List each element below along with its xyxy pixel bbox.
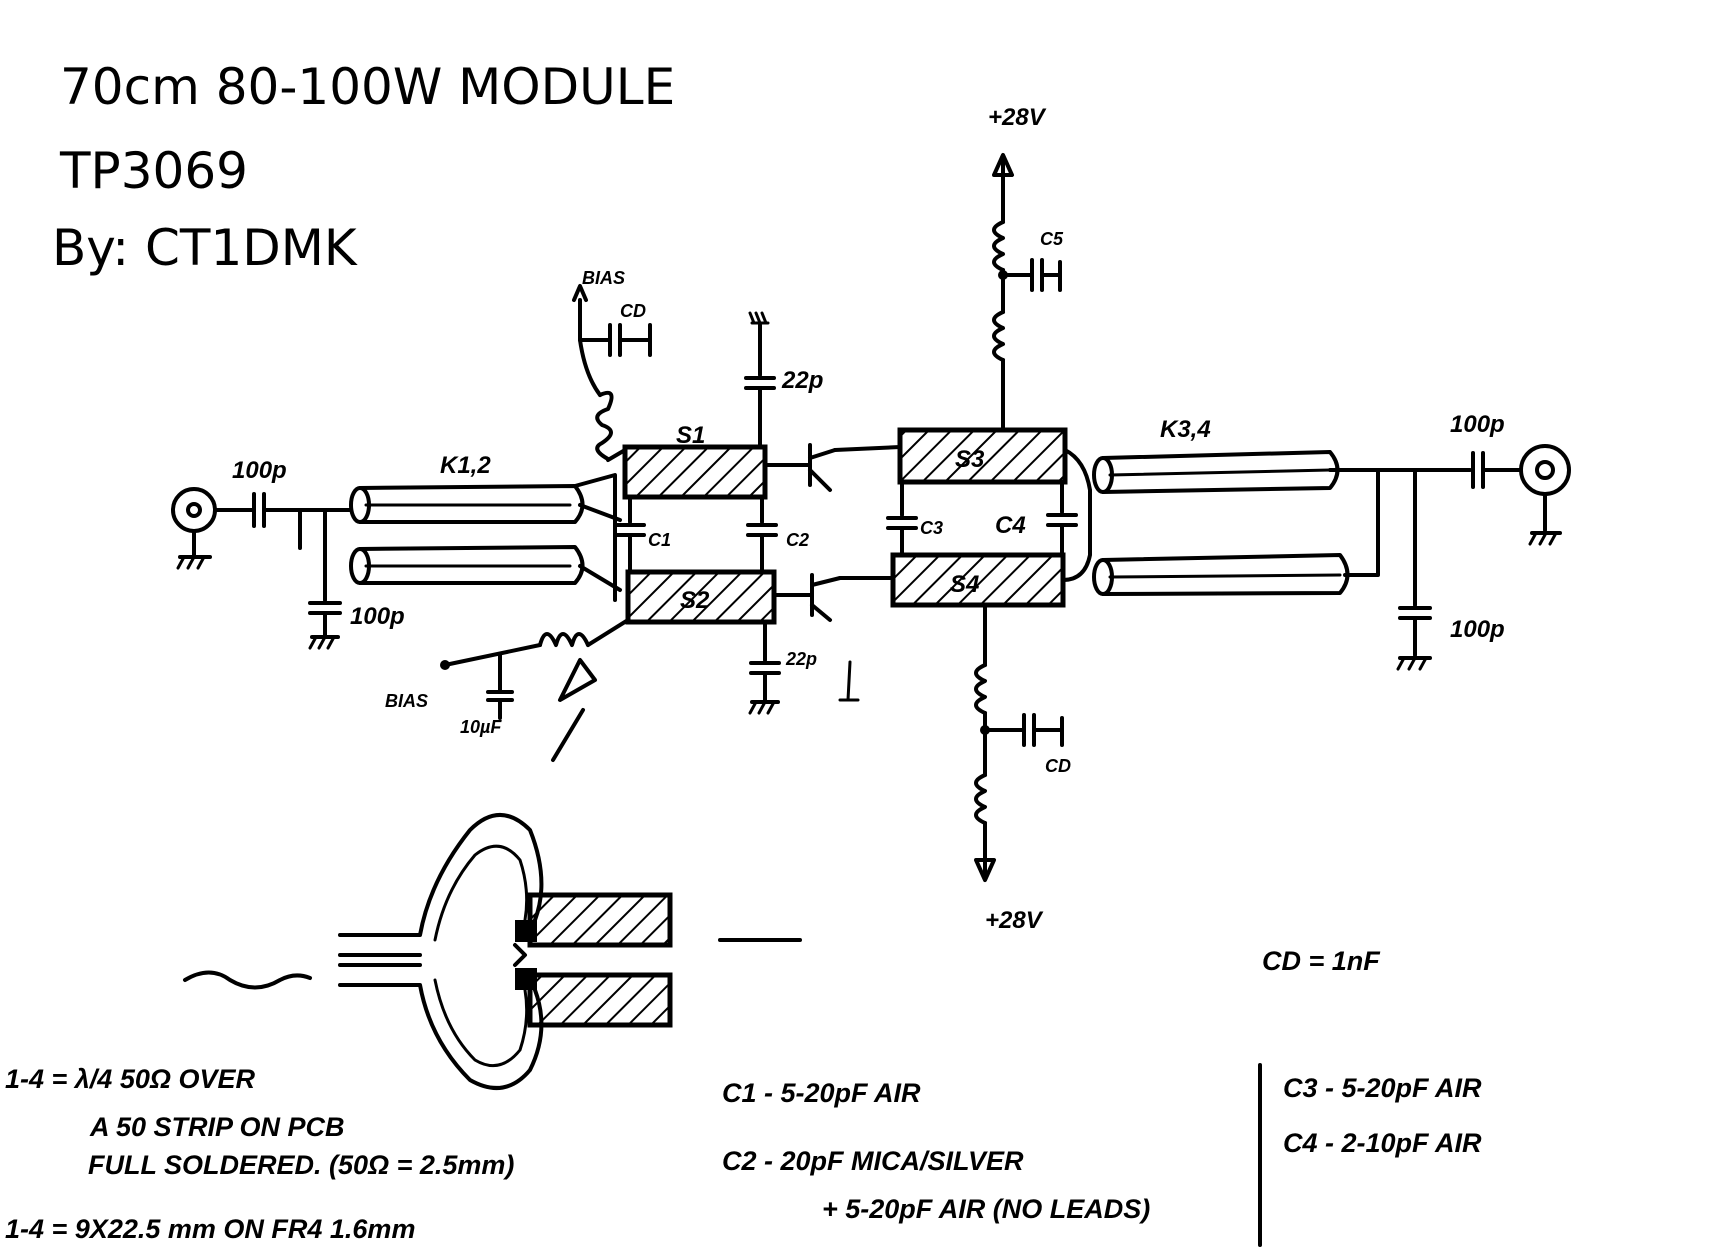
c3-label: C3 [920,518,943,538]
k12-label: K1,2 [440,452,491,479]
cap-22p-top-label: 22p [781,367,823,394]
note-k-line-2: A 50 STRIP ON PCB [89,1112,345,1142]
stripline-s3 [897,427,1068,485]
c4-label: C4 [995,512,1026,539]
capacitor-22p-top [744,311,776,449]
input-shunt-capacitor [308,601,342,650]
output-series-capacitor [1471,451,1485,489]
capacitor-c1 [614,495,646,574]
bias-bottom-network [440,618,630,762]
stripline-s4 [890,552,1066,608]
supply-top-chain [992,153,1062,432]
input-connector [171,487,217,570]
output-shunt-cap-label: 100p [1450,616,1505,643]
transistor-top [763,443,837,492]
s1-label: S1 [676,422,705,449]
title-line-3: By: CT1DMK [52,219,358,277]
bias-bottom-label: BIAS [385,691,428,711]
s2-label: S2 [680,587,710,614]
supply-bottom-label: +28V [985,907,1044,934]
note-c4: C4 - 2-10pF AIR [1283,1128,1482,1158]
coax-k3-k4 [1061,448,1350,596]
note-c1: C1 - 5-20pF AIR [722,1078,921,1108]
bias-top-network [572,284,652,462]
output-connector [1519,444,1571,546]
stripline-s2 [625,569,777,625]
cap-22p-bottom-label: 22p [785,649,817,669]
supply-top-label: +28V [988,104,1047,131]
c5-label: C5 [1040,229,1064,249]
output-cap-label: 100p [1450,411,1505,438]
bias-bottom-cap-label: 10µF [460,717,502,737]
transistor-bottom [772,573,842,622]
output-shunt-capacitor [1396,606,1432,671]
s4-label: S4 [950,571,979,598]
capacitor-c2 [746,495,778,574]
title-line-2: TP3069 [59,142,248,200]
note-k-line-3: FULL SOLDERED. (50Ω = 2.5mm) [88,1150,514,1180]
capacitor-c4 [1046,480,1078,557]
capacitor-22p-bottom [748,620,781,715]
construction-detail [183,813,802,1090]
bias-top-label: BIAS [582,268,625,288]
input-series-capacitor [252,492,266,528]
input-cap-label: 100p [232,457,287,484]
stripline-s1 [622,444,768,500]
note-c2-line-2: + 5-20pF AIR (NO LEADS) [822,1194,1150,1224]
c2-label: C2 [786,530,809,550]
coax-k1-k2 [349,484,585,585]
supply-bottom-chain [974,603,1064,882]
input-shunt-cap-label: 100p [350,603,405,630]
bias-top-cap-label: CD [620,301,646,321]
capacitor-c3 [886,480,918,557]
note-c2-line-1: C2 - 20pF MICA/SILVER [722,1146,1024,1176]
k34-label: K3,4 [1160,416,1211,443]
note-c3: C3 - 5-20pF AIR [1283,1073,1482,1103]
title-line-1: 70cm 80-100W MODULE [60,58,675,116]
cd-bottom-label: CD [1045,756,1071,776]
note-s-line: 1-4 = 9X22.5 mm ON FR4 1.6mm [5,1214,415,1244]
note-k-line-1: 1-4 = λ/4 50Ω OVER [5,1064,255,1094]
note-cd: CD = 1nF [1262,946,1381,976]
c1-label: C1 [648,530,671,550]
s3-label: S3 [955,446,985,473]
